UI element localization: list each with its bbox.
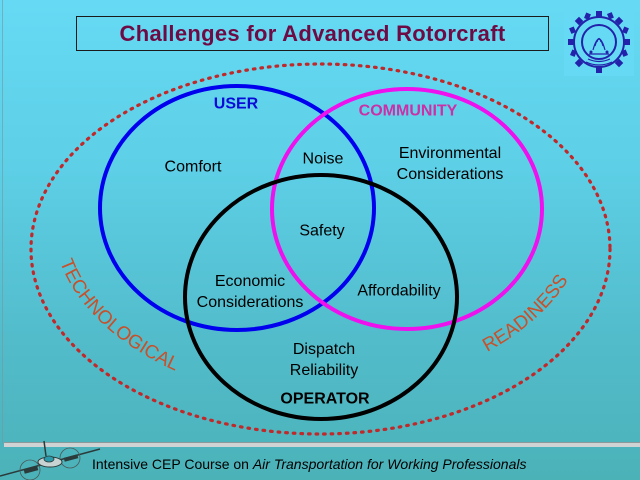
item-dispatch-reliability: Dispatch Reliability bbox=[290, 339, 358, 381]
item-economic-line-2: Considerations bbox=[196, 294, 304, 311]
item-comfort: Comfort bbox=[165, 157, 222, 178]
community-label: COMMUNITY bbox=[358, 102, 458, 120]
item-environmental-considerations: Environmental Considerations bbox=[397, 143, 504, 185]
footer-caption: Intensive CEP Course on Air Transportati… bbox=[92, 456, 526, 472]
user-label: USER bbox=[213, 95, 259, 113]
slide-title: Challenges for Advanced Rotorcraft bbox=[119, 20, 506, 46]
item-environmental-line-1: Environmental bbox=[398, 145, 502, 162]
operator-label: OPERATOR bbox=[280, 390, 370, 408]
readiness-label-path: READINESS bbox=[479, 271, 572, 357]
technological-label: TECHNOLOGICAL bbox=[55, 256, 182, 376]
item-noise-line: Noise bbox=[302, 150, 344, 168]
item-dispatch-line-1: Dispatch bbox=[292, 341, 356, 358]
item-economic-considerations: Economic Considerations bbox=[197, 271, 304, 313]
community-circle bbox=[270, 87, 544, 331]
technological-label-path: TECHNOLOGICAL bbox=[55, 256, 182, 376]
item-comfort-line: Comfort bbox=[164, 158, 222, 176]
item-dispatch-line-2: Reliability bbox=[289, 362, 359, 379]
item-safety-line: Safety bbox=[299, 222, 345, 240]
item-economic-line-1: Economic bbox=[214, 273, 286, 290]
operator-circle bbox=[183, 173, 459, 421]
footer-divider bbox=[4, 442, 640, 447]
footer-prefix: Intensive CEP Course on bbox=[92, 456, 253, 472]
user-circle bbox=[98, 84, 376, 332]
technological-readiness-boundary bbox=[29, 62, 612, 436]
item-affordability-line: Affordability bbox=[357, 282, 441, 300]
item-noise: Noise bbox=[303, 149, 344, 170]
institute-gear-logo-icon bbox=[564, 6, 634, 76]
title-box: Challenges for Advanced Rotorcraft bbox=[76, 16, 549, 51]
twin-prop-airplane-icon bbox=[0, 440, 101, 480]
slide-frame-line bbox=[2, 0, 3, 444]
footer-course-title: Air Transportation for Working Professio… bbox=[252, 456, 527, 472]
item-safety: Safety bbox=[299, 221, 344, 242]
readiness-label: READINESS bbox=[479, 271, 572, 357]
item-environmental-line-2: Considerations bbox=[396, 166, 504, 183]
item-affordability: Affordability bbox=[357, 281, 440, 302]
